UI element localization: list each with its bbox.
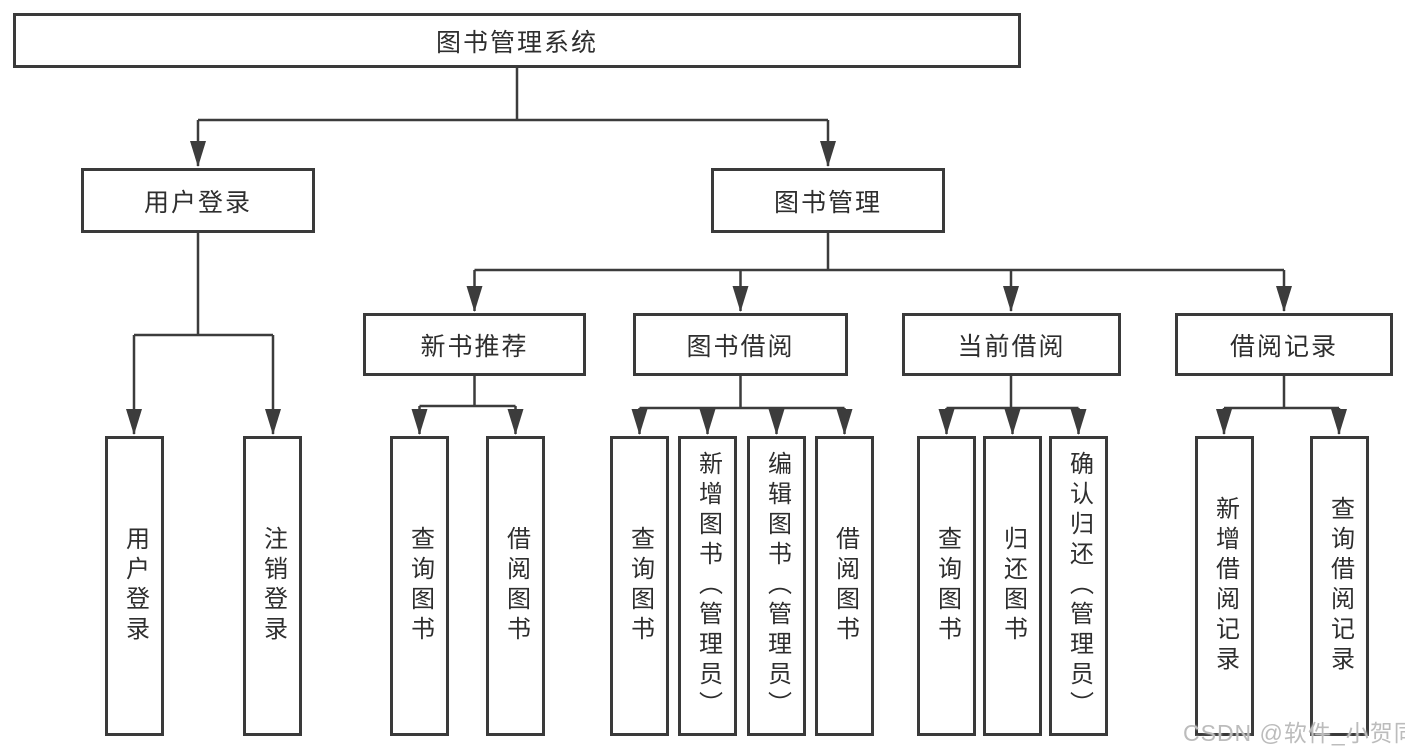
node-label: 用户登录 bbox=[143, 188, 252, 217]
node-new-book-recommendation: 新书推荐 bbox=[363, 313, 586, 376]
node-user-login: 用户登录 bbox=[81, 168, 315, 233]
leaf-user-login: 用户登录 bbox=[105, 436, 164, 736]
node-borrowing-records: 借阅记录 bbox=[1175, 313, 1393, 376]
node-label: 编辑图书（管理员） bbox=[763, 451, 791, 721]
node-label: 新增借阅记录 bbox=[1211, 496, 1239, 676]
leaf-borrow-books-2: 借阅图书 bbox=[815, 436, 874, 736]
node-library-management-system: 图书管理系统 bbox=[13, 13, 1021, 68]
node-current-borrowing: 当前借阅 bbox=[902, 313, 1121, 376]
node-label: 归还图书 bbox=[999, 526, 1027, 646]
node-book-borrowing: 图书借阅 bbox=[633, 313, 848, 376]
node-label: 注销登录 bbox=[259, 526, 287, 646]
leaf-add-book-admin: 新增图书（管理员） bbox=[678, 436, 737, 736]
leaf-return-books: 归还图书 bbox=[983, 436, 1042, 736]
node-label: 图书管理 bbox=[773, 188, 882, 217]
node-label: 图书管理系统 bbox=[435, 28, 598, 57]
node-label: 新书推荐 bbox=[420, 332, 529, 361]
node-label: 借阅记录 bbox=[1229, 332, 1338, 361]
node-label: 查询借阅记录 bbox=[1326, 496, 1354, 676]
node-label: 查询图书 bbox=[626, 526, 654, 646]
leaf-confirm-return-admin: 确认归还（管理员） bbox=[1049, 436, 1108, 736]
leaf-add-borrow-record: 新增借阅记录 bbox=[1195, 436, 1254, 736]
node-label: 确认归还（管理员） bbox=[1065, 451, 1093, 721]
leaf-query-books-1: 查询图书 bbox=[390, 436, 449, 736]
node-label: 借阅图书 bbox=[831, 526, 859, 646]
leaf-query-books-3: 查询图书 bbox=[917, 436, 976, 736]
leaf-borrow-books-1: 借阅图书 bbox=[486, 436, 545, 736]
node-book-management: 图书管理 bbox=[711, 168, 945, 233]
node-label: 当前借阅 bbox=[957, 332, 1066, 361]
leaf-edit-book-admin: 编辑图书（管理员） bbox=[747, 436, 806, 736]
node-label: 新增图书（管理员） bbox=[694, 451, 722, 721]
node-label: 图书借阅 bbox=[686, 332, 795, 361]
node-label: 借阅图书 bbox=[502, 526, 530, 646]
leaf-logout: 注销登录 bbox=[243, 436, 302, 736]
leaf-query-books-2: 查询图书 bbox=[610, 436, 669, 736]
csdn-watermark: CSDN @软件_小贺同学 bbox=[1183, 720, 1405, 746]
node-label: 用户登录 bbox=[121, 526, 149, 646]
node-label: 查询图书 bbox=[406, 526, 434, 646]
node-label: 查询图书 bbox=[933, 526, 961, 646]
leaf-query-borrow-record: 查询借阅记录 bbox=[1310, 436, 1369, 736]
